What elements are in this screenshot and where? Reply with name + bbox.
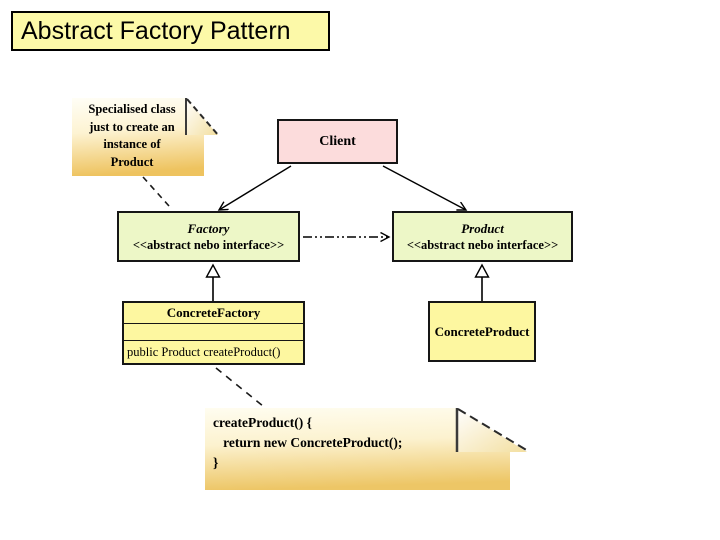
class-factory-stereotype: <<abstract nebo interface>> [132,238,285,252]
class-product: Product <<abstract nebo interface>> [392,211,573,262]
slide-title: Abstract Factory Pattern [11,11,330,51]
note-anchor-top [142,176,170,207]
class-factory: Factory <<abstract nebo interface>> [117,211,300,262]
class-concrete-factory-name: ConcreteFactory [166,305,261,320]
class-concrete-product-name: ConcreteProduct [434,323,530,339]
class-concrete-factory: ConcreteFactory public Product createPro… [122,301,305,365]
class-product-stereotype: <<abstract nebo interface>> [406,238,559,252]
class-client-name: Client [319,133,356,149]
association-client-product [382,165,466,210]
note-specialised-text: Specialised class just to create an inst… [88,102,176,169]
note-specialised-shape [72,98,220,176]
association-client-factory [219,165,292,210]
class-concrete-factory-attributes [124,323,303,340]
note-code-text: createProduct() { return new ConcretePro… [213,415,403,470]
class-client: Client [277,119,398,164]
generalization-concreteproduct-product [474,263,490,301]
generalization-concretefactory-factory [205,263,221,301]
note-code-shape [205,408,529,490]
slide-title-label: Abstract Factory Pattern [21,16,291,45]
note-anchor-code [215,367,264,407]
class-concrete-product: ConcreteProduct [428,301,536,362]
class-factory-name: Factory [187,221,230,236]
class-concrete-factory-operations: public Product createProduct() [124,340,303,363]
class-product-name: Product [461,221,504,236]
